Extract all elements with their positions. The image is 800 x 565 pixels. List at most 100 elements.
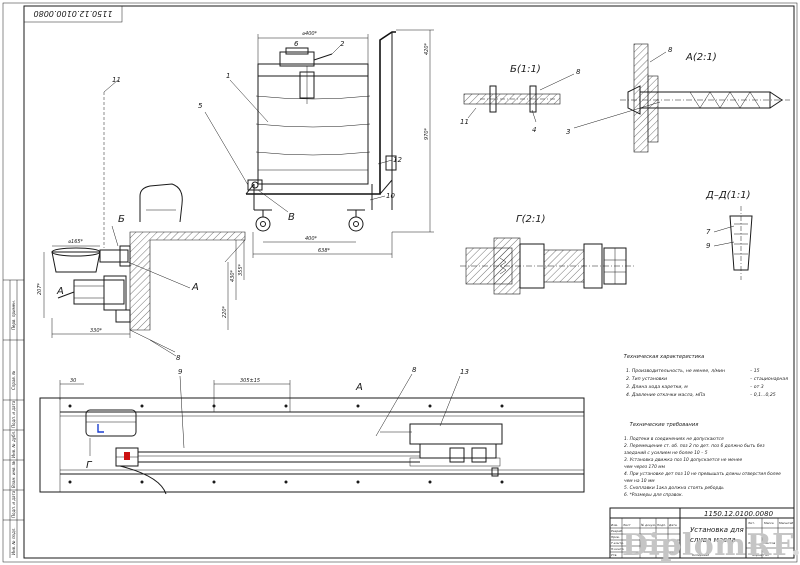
view-title-b: Б(1:1) [510, 64, 541, 75]
callout-8-b: 8 [576, 68, 581, 76]
callout-3: 3 [566, 128, 570, 136]
side-label: Подп. и дата [11, 490, 16, 518]
callout-9-d: 9 [706, 242, 711, 250]
callout-4: 4 [532, 126, 536, 134]
callout-11-b: 11 [460, 118, 469, 126]
title-name-2: слива масла [690, 536, 736, 544]
dim-d30: 30 [70, 378, 76, 384]
detail-a: А(2:1) 8 3 [566, 43, 790, 153]
tb-label: Лист [622, 523, 631, 527]
req-title: Технические требования [630, 422, 699, 428]
mount-hole [212, 480, 216, 484]
tb-label: № докум. [640, 523, 656, 527]
mount-hole [500, 404, 504, 408]
dim-d330: 330* [90, 328, 103, 334]
spec-value: – от 3 [750, 384, 764, 390]
mount-hole [140, 480, 144, 484]
callout-2: 2 [340, 40, 345, 48]
tb-label: Копировал [692, 553, 709, 557]
mount-hole [428, 404, 432, 408]
watermark-suffix: .ru [791, 528, 800, 563]
dim-d400b: 400* [305, 236, 318, 242]
dim-d970: 970* [424, 127, 430, 140]
tb-label: Подп. [657, 523, 666, 527]
callout-8-a: 8 [668, 46, 673, 54]
spec-text: 2. Тип установки [626, 376, 667, 382]
view-title-a: А(2:1) [685, 52, 717, 63]
watermark-main: DiplomRF [622, 528, 791, 563]
callout-13: 13 [460, 368, 469, 376]
spec-text: 3. Длина хода каретки, м [626, 384, 688, 390]
req-line: 1. Подтеки в соединениях не допускаются [624, 436, 724, 442]
tech-specs: Техническая характеристика 1. Производит… [624, 354, 789, 398]
req-line: 5. Сноплавки 1ака должна стоять ребордь [624, 485, 724, 491]
dim-d305: 305±15 [240, 378, 260, 384]
detail-b: Б(1:1) 8 11 4 [460, 64, 581, 134]
mount-hole [356, 480, 360, 484]
dim-d207: 207* [37, 282, 43, 295]
detail-d: Д–Д(1:1) 7 9 [705, 190, 753, 280]
mount-hole [284, 404, 288, 408]
mount-hole [356, 404, 360, 408]
plan-dots [68, 404, 504, 484]
side-label: Справ. № [11, 371, 16, 390]
spec-text: 1. Производительность, не менее, л/мин [626, 368, 725, 374]
dim-d420: 420* [424, 42, 430, 55]
title-name-1: Установка для [690, 526, 744, 534]
code-top-left: 1150.12.0100.0080 [34, 9, 113, 18]
mount-hole [428, 480, 432, 484]
req-line: 2. Перемещение ст. об. поз 2 по дет. поз… [624, 443, 765, 449]
title-code: 1150.12.0100.0080 [704, 510, 774, 518]
req-line: чем через 170 мм [624, 464, 666, 470]
dim-d220: 220* [222, 305, 228, 318]
tech-title: Техническая характеристика [624, 354, 705, 360]
tb-label: Разраб. [611, 529, 623, 533]
tb-label: Формат А1 [752, 553, 769, 557]
tb-label: Т.контр. [611, 541, 624, 545]
side-view: 11 ⌀165* 207* 330* 220* 430* 355* Б А А [37, 76, 246, 362]
tech-requirements: Технические требования 1. Подтеки в соед… [624, 422, 781, 498]
req-line: чем на 10 мм [624, 478, 655, 484]
callout-8-side: 8 [176, 354, 181, 362]
callout-6: 6 [294, 40, 299, 48]
req-line: 3. Установка движка поз 10 допускается н… [624, 457, 742, 463]
tb-label: Изм. [611, 523, 618, 527]
tb-label: Листов [763, 541, 775, 545]
dim-d165: ⌀165* [68, 239, 84, 245]
title-block: 1150.12.0100.0080 Установка для слива ма… [609, 507, 795, 559]
tb-label: Лит. [747, 521, 755, 525]
callout-5: 5 [198, 102, 203, 110]
tb-label: Лист [747, 541, 756, 545]
watermark-logo: DiplomRF.ru [622, 528, 800, 563]
callout-1: 1 [226, 72, 230, 80]
view-title-d: Д–Д(1:1) [705, 190, 751, 201]
view-mark-v: В [288, 212, 295, 223]
side-label: Взам. инв. № [11, 461, 16, 488]
side-strip: Перв. примен. Справ. № Подп. и дата Инв.… [3, 279, 24, 558]
tb-label: Масштаб [779, 521, 793, 525]
req-line: заеданий с усилием не более 10 – 5 [624, 450, 708, 456]
view-title-g: Г(2:1) [516, 214, 545, 225]
tb-label: Н.контр. [611, 547, 624, 551]
spec-value: – стационарная [750, 377, 788, 382]
tb-label: Дата [668, 523, 677, 527]
callout-10: 10 [386, 192, 395, 200]
mount-hole [68, 404, 72, 408]
callout-11: 11 [112, 76, 121, 84]
dim-d638: 638* [318, 248, 331, 254]
view-mark-g: Г [86, 460, 93, 471]
view-mark-b: Б [118, 214, 125, 225]
tb-label: Утв. [611, 553, 617, 557]
view-mark-a: А [56, 286, 64, 297]
spec-value: – 15 [750, 368, 760, 374]
tb-label: Масса [764, 521, 774, 525]
side-label: Перв. примен. [11, 300, 16, 330]
callout-12: 12 [393, 156, 402, 164]
side-label: Инв. № подл. [11, 527, 16, 555]
detail-g: Г(2:1) [460, 214, 634, 295]
view-mark-a-right: А [191, 282, 199, 293]
tb-label: Пров. [611, 535, 620, 539]
callout-7: 7 [706, 228, 711, 236]
